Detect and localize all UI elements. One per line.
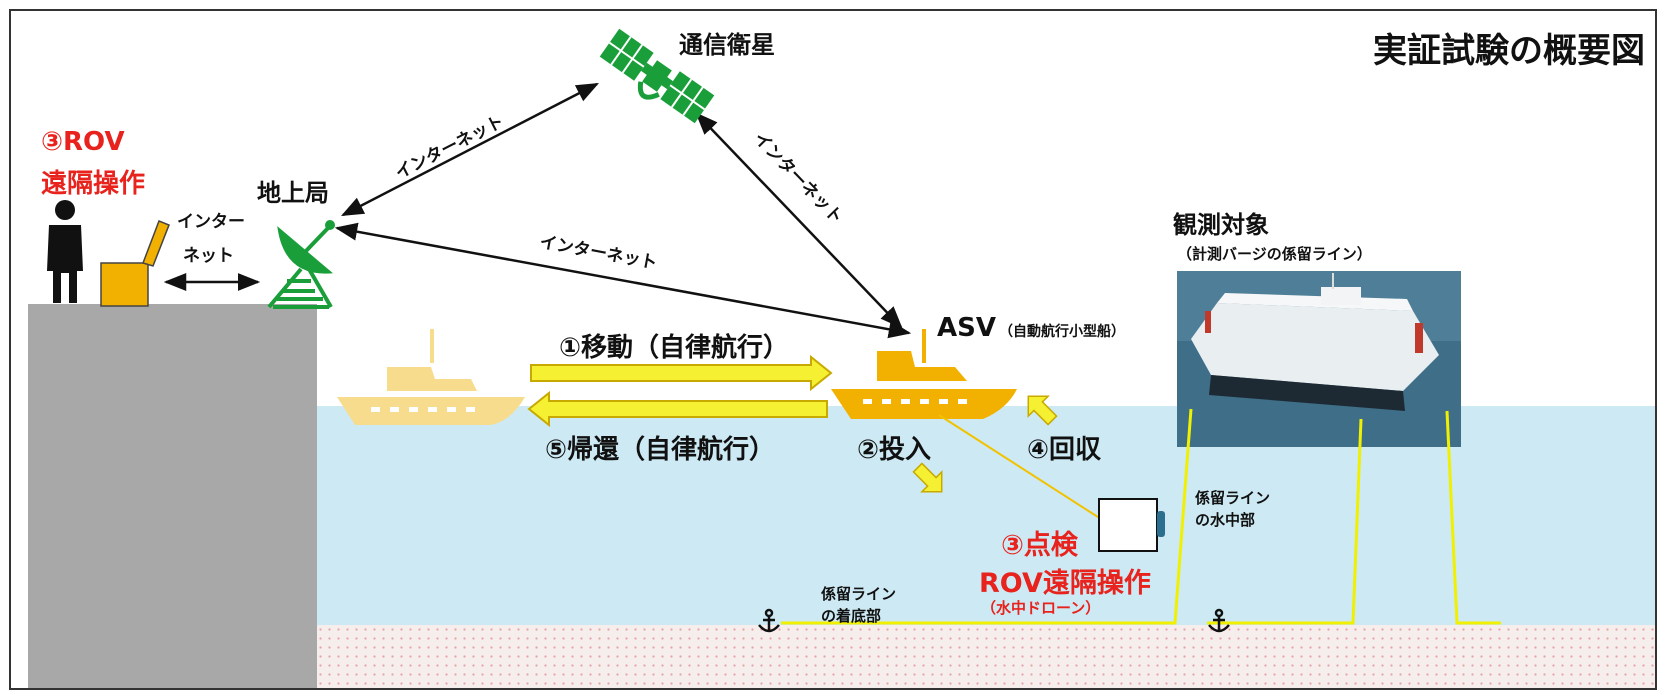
step-return-label: ⑤帰還（自律航行） xyxy=(545,435,776,465)
mooring-underwater-label-2: の水中部 xyxy=(1195,511,1256,529)
barge-photo xyxy=(1177,271,1461,447)
asv-boat-icon xyxy=(831,329,1017,419)
mooring-line xyxy=(1207,418,1363,625)
anchor-icon xyxy=(1208,608,1230,633)
ground-station-label: 地上局 xyxy=(257,179,329,207)
step-inspect-label-1: ③点検 xyxy=(1001,530,1078,561)
deploy-arrow xyxy=(912,462,943,493)
return-arrow xyxy=(527,390,828,428)
diagram-graphics: インターネット インターネット インターネット xyxy=(47,28,1501,633)
anchor-icon xyxy=(758,608,780,633)
mooring-underwater-label-1: 係留ライン xyxy=(1195,489,1271,507)
ghost-boat-icon xyxy=(337,329,525,425)
operator-label-line1: ③ROV xyxy=(41,127,125,157)
satellite-label: 通信衛星 xyxy=(679,31,775,59)
step-move-label: ①移動（自律航行） xyxy=(559,333,790,363)
mooring-line xyxy=(781,408,1193,625)
mooring-bottom-label-2: の着底部 xyxy=(821,607,882,625)
control-laptop-icon xyxy=(100,220,170,307)
link-station-asv xyxy=(334,222,912,339)
move-arrow xyxy=(530,354,833,392)
link-station-satellite xyxy=(341,82,599,217)
rov-tether xyxy=(938,414,1102,520)
asv-sublabel: （自動航行小型船） xyxy=(999,324,1125,340)
diagram-frame: インターネット インターネット インターネット 実証試験の概要図 通信衛星 地上… xyxy=(9,9,1657,690)
target-sublabel: （計測バージの係留ライン） xyxy=(1177,245,1372,263)
step-deploy-label: ②投入 xyxy=(857,435,932,465)
mooring-bottom-label-1: 係留ライン xyxy=(821,585,897,603)
sea-bed xyxy=(316,625,1655,688)
asv-label: ASV xyxy=(937,313,996,343)
link-label-station-satellite: インターネット xyxy=(392,112,507,184)
rov-drone-icon xyxy=(1098,498,1165,552)
step-inspect-label-2: ROV遠隔操作 xyxy=(979,568,1151,599)
satellite-icon xyxy=(599,28,715,124)
step-recover-label: ④回収 xyxy=(1027,435,1102,465)
person-icon xyxy=(47,200,83,303)
recover-arrow xyxy=(1027,395,1058,426)
pier-block xyxy=(28,304,317,688)
diagram-title: 実証試験の概要図 xyxy=(1373,31,1645,71)
link-label-operator-1: インター xyxy=(177,212,245,232)
mooring-line xyxy=(1445,410,1501,625)
link-satellite-asv xyxy=(695,112,903,329)
link-label-operator-2: ネット xyxy=(183,246,234,266)
step-inspect-sublabel: （水中ドローン） xyxy=(981,599,1101,617)
target-label: 観測対象 xyxy=(1173,211,1269,239)
satellite-dish-icon xyxy=(267,220,336,309)
operator-label-line2: 遠隔操作 xyxy=(41,169,146,199)
link-label-satellite-asv: インターネット xyxy=(749,129,846,228)
